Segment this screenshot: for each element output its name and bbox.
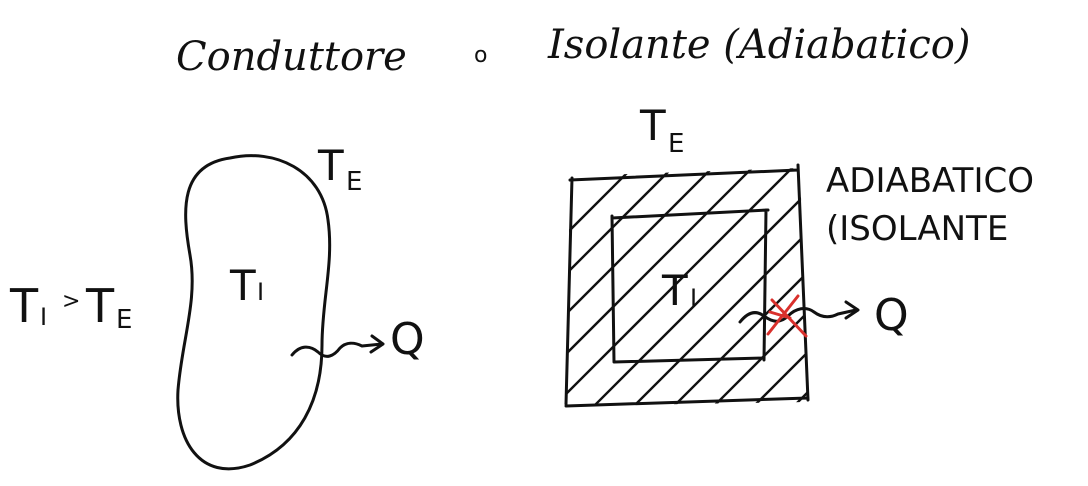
insulator-inner-boundary (610, 208, 770, 364)
insulator-outer-boundary (564, 163, 810, 408)
insulator-side-label-line2: (ISOLANTE (826, 209, 1008, 249)
title-left: Conduttore (176, 34, 407, 80)
conductor-internal-temp-main: T (229, 261, 256, 310)
condition-left-main: T (9, 279, 39, 333)
conductor-heat-arrow (290, 341, 384, 358)
title-separator: o (474, 43, 487, 68)
insulator-side-label-line1: ADIABATICO (826, 161, 1034, 201)
conductor-heat-label: Q (390, 314, 425, 365)
insulator-heat-label: Q (874, 290, 909, 341)
condition-operator: > (62, 289, 80, 314)
condition-right-sub: E (116, 305, 132, 335)
condition-left-sub: I (40, 303, 47, 331)
insulator-external-temp-main: T (639, 101, 666, 150)
conductor-internal-temp-sub: I (257, 278, 264, 306)
conductor-external-temp-sub: E (346, 167, 362, 197)
conductor-heat-arrowhead (369, 334, 385, 354)
insulator-internal-temp-sub: I (690, 284, 697, 312)
conductor-body (176, 154, 332, 471)
insulator-external-temp-sub: E (668, 129, 684, 159)
insulator-heat-arrowhead (844, 300, 860, 320)
conductor-external-temp-main: T (317, 141, 344, 190)
insulator-internal-temp-main: T (661, 266, 688, 315)
condition-right-main: T (85, 279, 115, 333)
blocked-heat-cross-icon (766, 294, 808, 338)
insulator-hatching (566, 168, 808, 406)
insulator-heat-arrow (738, 307, 858, 324)
title-right: Isolante (Adiabatico) (547, 22, 970, 68)
